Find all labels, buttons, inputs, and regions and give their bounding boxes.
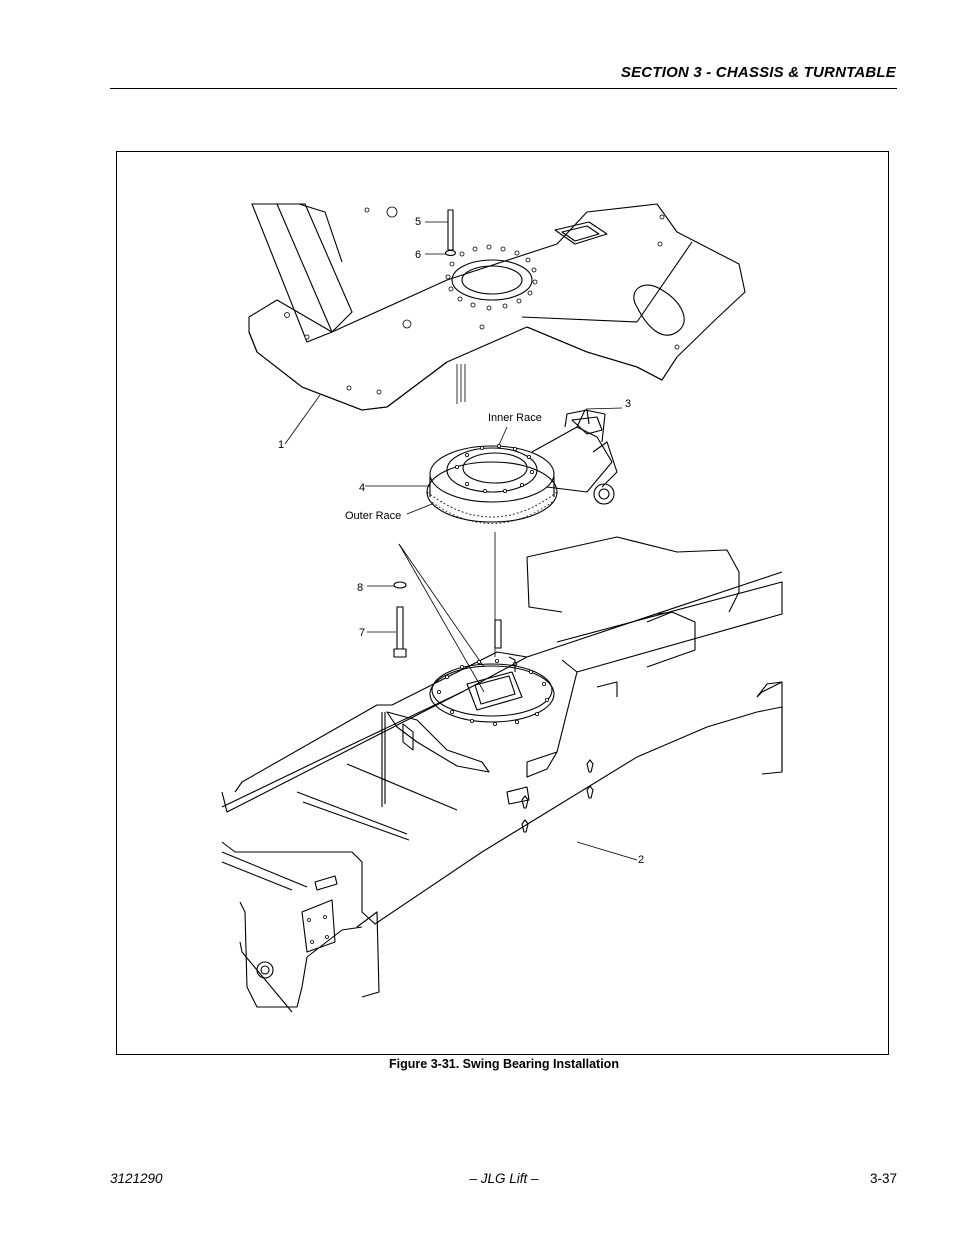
callout-2: 2: [638, 854, 644, 866]
callout-1: 1: [278, 439, 284, 451]
frame-slots: [521, 759, 594, 833]
turntable-drawing: [248, 203, 746, 411]
swing-bearing-drawing: [398, 409, 618, 693]
figure-caption: Figure 3-31. Swing Bearing Installation: [389, 1057, 619, 1071]
chassis-frame-drawing: [221, 536, 783, 1013]
lower-fasteners: [393, 581, 407, 658]
frame-bolt-circle: [436, 658, 549, 727]
label-outer-race: Outer Race: [345, 510, 401, 522]
callout-8: 8: [357, 582, 363, 594]
publisher-name: – JLG Lift –: [469, 1171, 539, 1186]
callout-3: 3: [625, 398, 631, 410]
figure-frame: 5 6 1 3 Inner Race 4 Outer Race 8 7 2: [116, 151, 889, 1055]
header-divider: [110, 88, 897, 89]
section-title: SECTION 3 - CHASSIS & TURNTABLE: [620, 64, 896, 81]
callout-7: 7: [359, 627, 365, 639]
callout-4: 4: [359, 482, 365, 494]
label-inner-race: Inner Race: [488, 412, 542, 424]
page-number: 3-37: [869, 1171, 897, 1186]
swing-bearing-drawing: 5 6 1 3 Inner Race 4 Outer Race 8 7 2: [221, 203, 783, 1013]
callout-leaders: [284, 221, 638, 861]
callout-5: 5: [415, 216, 421, 228]
callout-6: 6: [415, 249, 421, 261]
document-number: 3121290: [110, 1171, 163, 1186]
turntable-bolt-circle: [445, 244, 538, 311]
